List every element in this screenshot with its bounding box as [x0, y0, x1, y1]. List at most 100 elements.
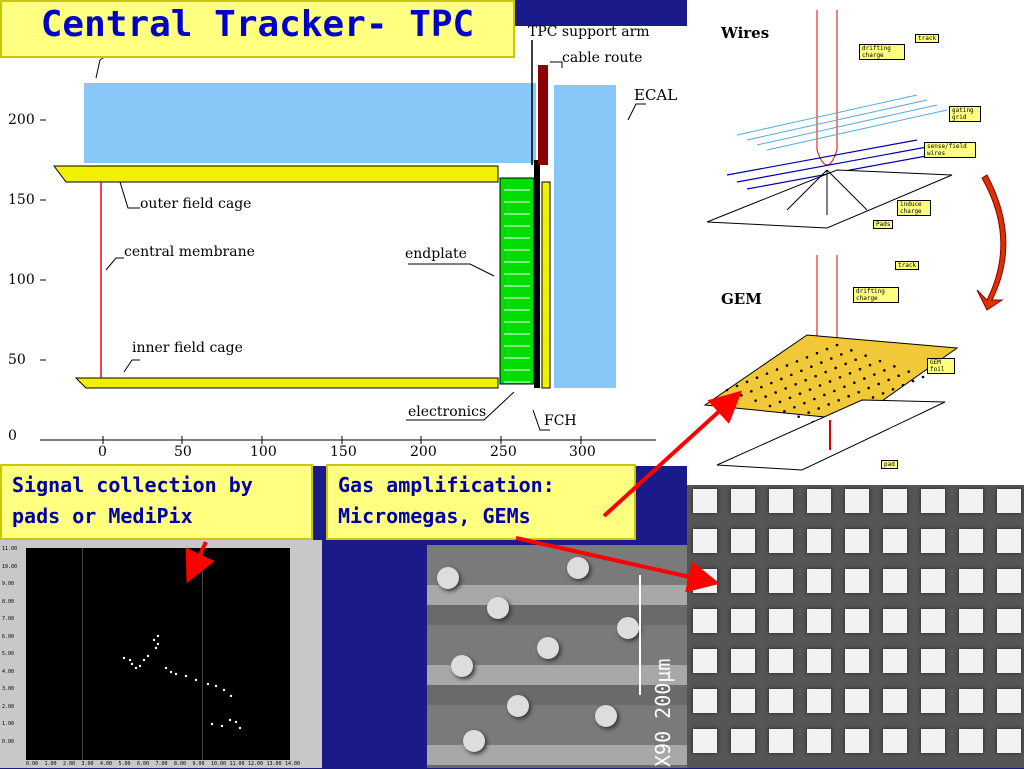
gem-hole — [959, 649, 983, 673]
gem-hole — [693, 489, 717, 513]
gem-hole — [921, 689, 945, 713]
gem-hole — [959, 729, 983, 753]
ecal-label: ECAL — [634, 86, 678, 104]
barrel-region — [84, 83, 536, 163]
tpc-diagram-svg — [40, 40, 656, 444]
transition-arrow — [976, 174, 1007, 311]
medipix-track — [122, 634, 242, 730]
gem-label: GEM — [721, 290, 762, 308]
medipix-x-tick: 9.00 — [192, 761, 205, 767]
medipix-x-tick: 3.00 — [81, 761, 94, 767]
y-tick-label-150: 150 — [8, 192, 35, 208]
gem-hole — [807, 529, 831, 553]
medipix-x-tick: 13.00 — [266, 761, 282, 767]
gas-caption: Gas amplification: Micromegas, GEMs — [326, 464, 636, 540]
gem-hole — [883, 649, 907, 673]
gem-hole — [693, 649, 717, 673]
gem-hole — [997, 689, 1021, 713]
y-tick-label-100: 100 — [8, 272, 35, 288]
tag-track: track — [915, 34, 940, 43]
gem-hole — [693, 569, 717, 593]
electronics-label: electronics — [408, 404, 487, 420]
endplate-label: endplate — [405, 246, 467, 262]
medipix-y-tick: 1.00 — [2, 721, 15, 727]
tpc-diagram-panel: 200 150 100 50 0 0 50 100 150 200 250 30… — [0, 24, 687, 466]
gem-hole — [921, 649, 945, 673]
gem-hole — [769, 609, 793, 633]
endplate — [499, 177, 535, 385]
tag-pads: Pads — [873, 220, 894, 229]
gem-hole — [959, 569, 983, 593]
inner-field-cage — [74, 377, 499, 389]
gem-hole — [883, 609, 907, 633]
gem-hole — [693, 729, 717, 753]
tag-induce-charge: induce charge — [897, 200, 931, 216]
gem-hole — [769, 569, 793, 593]
tag-drifting-charge: drifting charge — [859, 44, 905, 60]
gem-hole — [769, 529, 793, 553]
medipix-x-tick: 14.00 — [285, 761, 301, 767]
gem-hole — [731, 609, 755, 633]
fch-label: FCH — [544, 413, 577, 429]
gem-hole — [921, 609, 945, 633]
x-tick-label: 200 — [410, 444, 437, 460]
scale-bar — [639, 575, 641, 695]
gem-hole — [693, 609, 717, 633]
medipix-y-tick: 3.00 — [2, 686, 15, 692]
tag-gating-grid: gating grid — [949, 106, 981, 122]
gem-hole — [807, 489, 831, 513]
fch — [541, 181, 551, 389]
gem-hole — [731, 569, 755, 593]
gem-hole — [731, 489, 755, 513]
gem-hole — [769, 649, 793, 673]
gem-micrograph — [687, 485, 1024, 768]
amp-diagram-svg — [703, 10, 1007, 471]
gem-hole — [883, 569, 907, 593]
gem-hole — [883, 489, 907, 513]
medipix-x-tick: 8.00 — [174, 761, 187, 767]
gem-hole — [845, 649, 869, 673]
medipix-x-tick: 12.00 — [248, 761, 264, 767]
cable-route-label: cable route — [562, 50, 643, 66]
page-title: Central Tracker- TPC — [40, 4, 475, 45]
support-arm — [538, 65, 548, 165]
gem-hole — [997, 609, 1021, 633]
gem-hole — [997, 529, 1021, 553]
gem-hole — [731, 729, 755, 753]
x-tick-label: 150 — [330, 444, 357, 460]
gem-hole — [807, 689, 831, 713]
gem-tag-drifting-charge: drifting charge — [853, 287, 899, 303]
y-tick-label-0: 0 — [8, 428, 17, 444]
medipix-y-tick: 0.00 — [2, 738, 15, 745]
scale-bar-label: X90 200µm — [651, 658, 675, 767]
medipix-x-tick: 10.00 — [211, 761, 227, 767]
medipix-y-tick: 7.00 — [2, 616, 15, 622]
medipix-y-tick: 11.00 — [2, 546, 18, 552]
gem-hole — [845, 609, 869, 633]
amp-diagram-panel: Wires GEM track drifting charge gating g… — [687, 0, 1024, 485]
wires-pad-plane — [706, 169, 953, 229]
gem-hole — [769, 489, 793, 513]
gem-hole — [921, 489, 945, 513]
gem-hole — [693, 529, 717, 553]
header-bar — [515, 0, 687, 26]
medipix-x-tick: 11.00 — [229, 761, 245, 767]
gem-hole — [845, 569, 869, 593]
outer-field-cage — [53, 165, 499, 183]
medipix-x-tick: 4.00 — [100, 761, 113, 767]
electronics-bar — [534, 160, 540, 388]
inner-field-cage-label: inner field cage — [132, 340, 243, 356]
gem-foil — [703, 334, 959, 421]
x-tick-label: 50 — [174, 444, 192, 460]
medipix-x-tick: 7.00 — [155, 761, 168, 767]
signal-caption: Signal collection by pads or MediPix — [0, 464, 313, 540]
y-ticks — [40, 119, 46, 361]
medipix-y-tick: 4.00 — [2, 668, 15, 675]
gem-hole — [921, 529, 945, 553]
gem-hole — [807, 609, 831, 633]
central-membrane-label: central membrane — [124, 244, 255, 260]
gem-hole — [731, 689, 755, 713]
gem-tag-track: track — [895, 261, 920, 270]
